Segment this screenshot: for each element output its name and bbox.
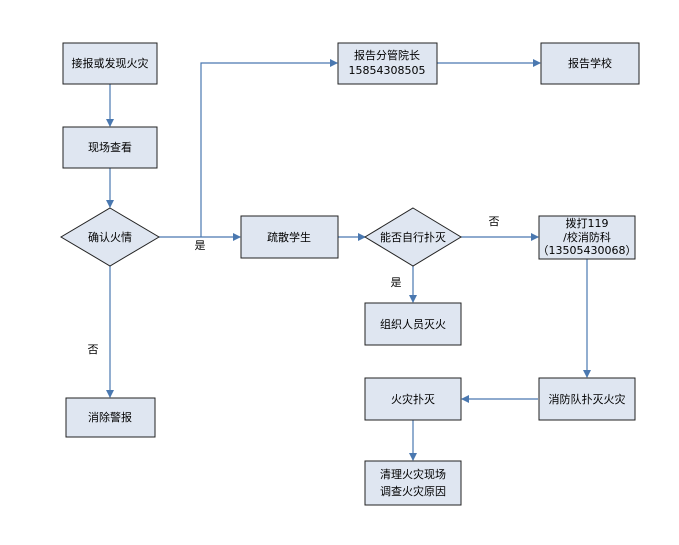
node-receive-report: 接报或发现火灾 [62, 42, 158, 85]
node-call-119-phone: （13505430068） [538, 244, 637, 257]
node-inspect-scene-label: 现场查看 [88, 140, 132, 154]
node-call-119-sub: /校消防科 [563, 230, 611, 244]
node-self-extinguish-label: 能否自行扑灭 [380, 230, 446, 244]
label-self-no: 否 [489, 215, 500, 228]
node-cleanup-label: 清理火灾现场 [380, 467, 446, 481]
nodes: 接报或发现火灾 现场查看 确认火情 消除警报 报告分管院长 1585430850… [60, 42, 640, 506]
node-call-119-label: 拨打119 [566, 216, 609, 230]
node-report-school: 报告学校 [540, 42, 640, 85]
node-call-119: 拨打119 /校消防科 （13505430068） [538, 215, 637, 260]
edge-labels: 是 否 否 是 [88, 215, 500, 356]
connectors [106, 59, 591, 461]
node-evacuate-students-label: 疏散学生 [267, 230, 311, 244]
node-organize-staff: 组织人员灭火 [364, 302, 462, 346]
node-self-extinguish: 能否自行扑灭 [364, 207, 462, 267]
node-fire-extinguished-label: 火灾扑灭 [391, 392, 435, 406]
node-cancel-alarm-label: 消除警报 [88, 410, 132, 424]
edge-branch-to-report-dean [200, 59, 338, 237]
node-confirm-fire-label: 确认火情 [88, 231, 132, 244]
node-evacuate-students: 疏散学生 [240, 215, 339, 259]
node-cancel-alarm: 消除警报 [65, 397, 156, 438]
node-inspect-scene: 现场查看 [62, 126, 158, 169]
node-report-school-label: 报告学校 [568, 56, 612, 70]
node-fire-extinguished: 火灾扑灭 [364, 377, 462, 421]
node-report-dean: 报告分管院长 15854308505 [337, 42, 438, 85]
node-report-dean-phone: 15854308505 [349, 64, 426, 77]
node-confirm-fire: 确认火情 [60, 207, 160, 267]
node-fire-brigade-label: 消防队扑灭火灾 [549, 392, 626, 406]
node-fire-brigade: 消防队扑灭火灾 [538, 377, 636, 421]
node-organize-staff-label: 组织人员灭火 [380, 317, 446, 331]
label-self-yes: 是 [391, 276, 402, 289]
label-confirm-no: 否 [88, 343, 99, 356]
node-cleanup: 清理火灾现场 调查火灾原因 [364, 460, 462, 506]
node-report-dean-label: 报告分管院长 [354, 48, 420, 62]
node-cleanup-sub: 调查火灾原因 [380, 484, 446, 498]
node-receive-report-label: 接报或发现火灾 [72, 56, 149, 70]
label-confirm-yes: 是 [195, 239, 206, 252]
